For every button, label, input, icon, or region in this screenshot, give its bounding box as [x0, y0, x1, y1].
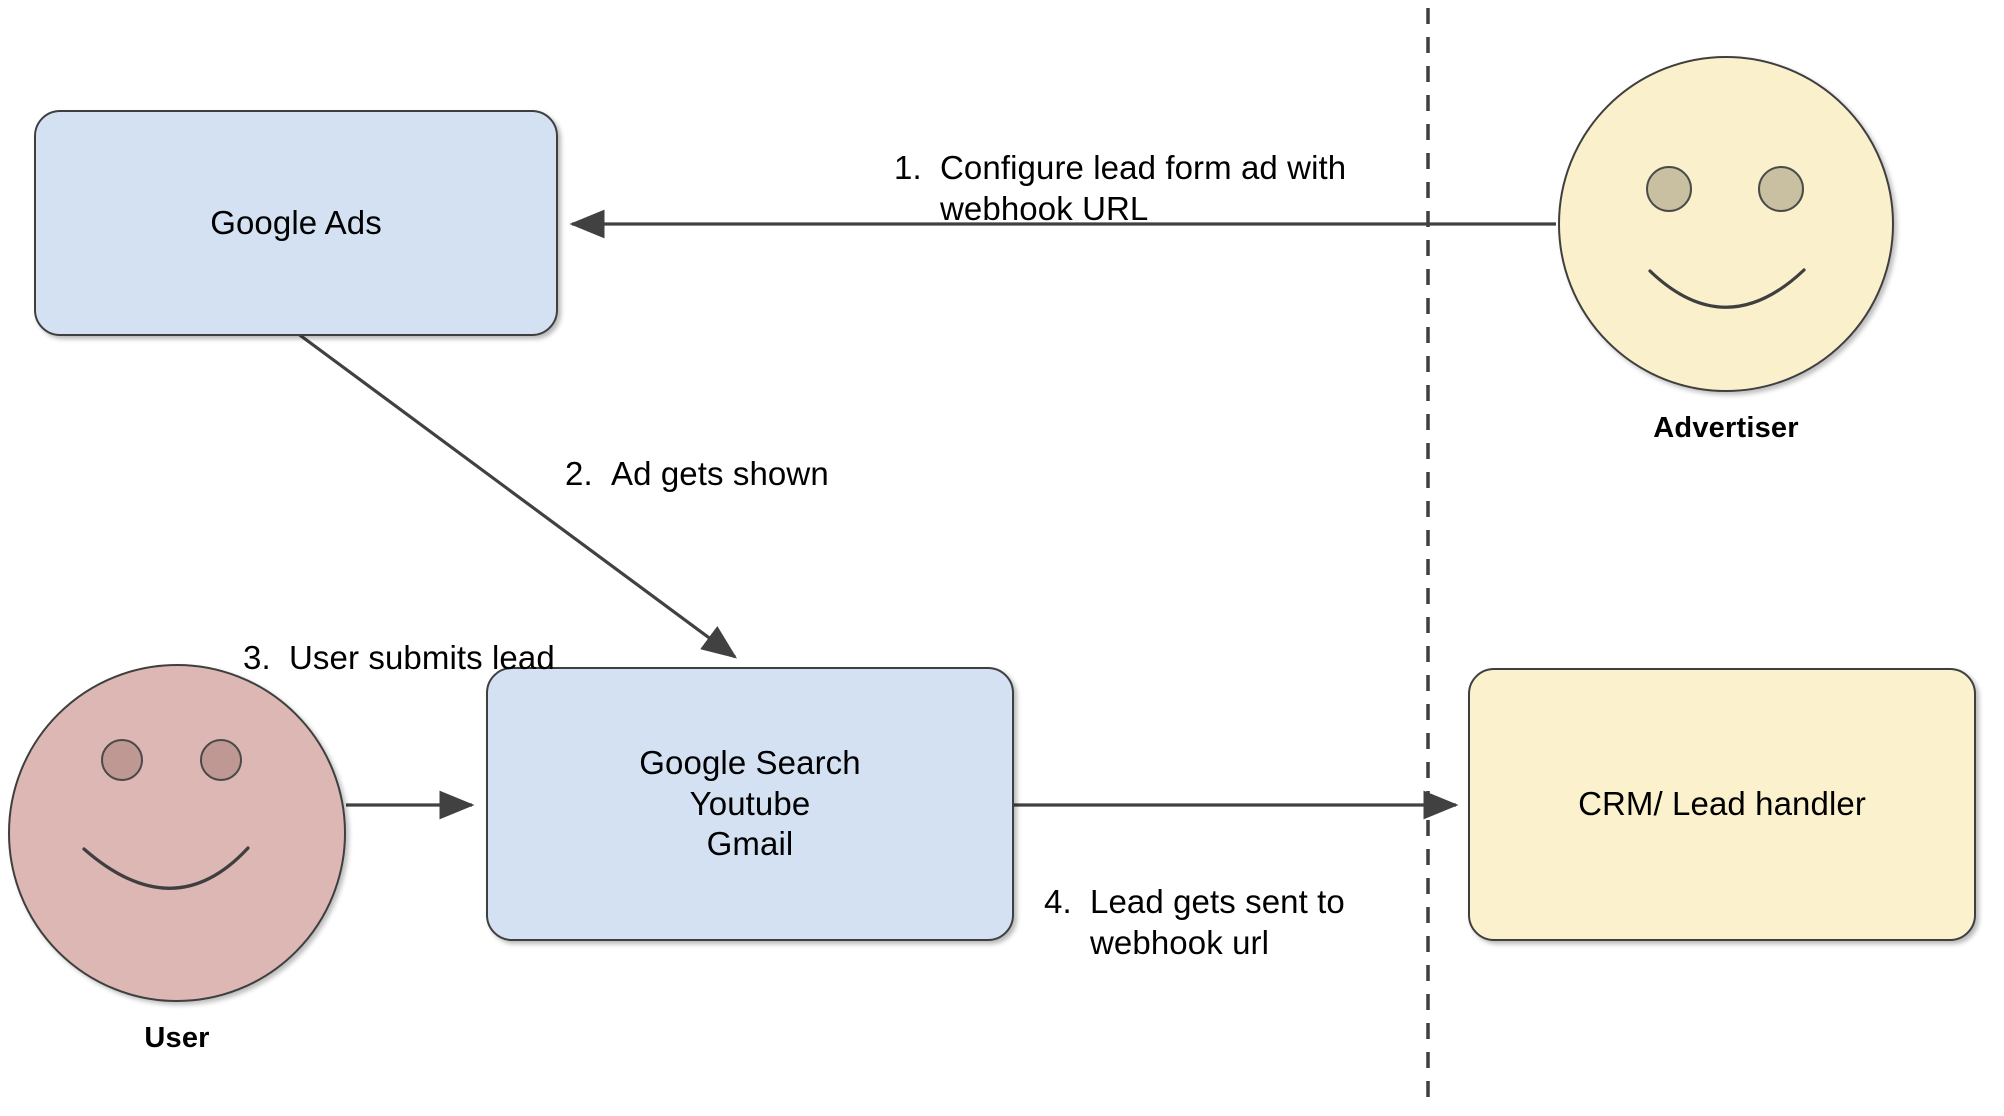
edge-label-step-2-number: 2.: [565, 454, 593, 492]
node-crm-lead-handler[interactable]: CRM/ Lead handler: [1468, 668, 1976, 941]
edge-label-step-4-text: Lead gets sent to webhook url: [1090, 882, 1345, 961]
edge-label-step-3-number: 3.: [243, 638, 271, 676]
edge-label-step-3-text: User submits lead: [289, 638, 555, 676]
advertiser-smile-icon: [1648, 268, 1806, 309]
node-google-properties[interactable]: Google Search Youtube Gmail: [486, 667, 1014, 941]
edge-label-step-1-text: Configure lead form ad with webhook URL: [940, 148, 1347, 227]
node-crm-lead-handler-label: CRM/ Lead handler: [1578, 785, 1866, 823]
edge-label-step-1-number: 1.: [894, 148, 922, 186]
advertiser-left-eye-icon: [1646, 166, 1692, 212]
edge-label-step-2-text: Ad gets shown: [611, 454, 829, 492]
node-google-ads[interactable]: Google Ads: [34, 110, 558, 336]
actor-advertiser-label: Advertiser: [1653, 412, 1799, 444]
user-left-eye-icon: [101, 739, 143, 781]
edge-label-step-4: 4. Lead gets sent to webhook url: [1044, 841, 1345, 964]
actor-user-label: User: [144, 1022, 210, 1054]
node-google-properties-label: Google Search Youtube Gmail: [639, 743, 861, 863]
edge-label-step-1: 1. Configure lead form ad with webhook UR…: [894, 107, 1346, 230]
advertiser-right-eye-icon: [1758, 166, 1804, 212]
user-smile-icon: [82, 846, 250, 890]
actor-user[interactable]: User: [8, 664, 346, 1054]
user-face-icon: [8, 664, 346, 1002]
edge-label-step-3: 3. User submits lead: [243, 597, 555, 679]
edge-label-step-2: 2. Ad gets shown: [565, 413, 829, 495]
node-google-ads-label: Google Ads: [210, 203, 382, 241]
user-right-eye-icon: [200, 739, 242, 781]
actor-advertiser[interactable]: Advertiser: [1558, 56, 1894, 444]
edge-label-step-4-number: 4.: [1044, 882, 1072, 920]
advertiser-face-icon: [1558, 56, 1894, 392]
